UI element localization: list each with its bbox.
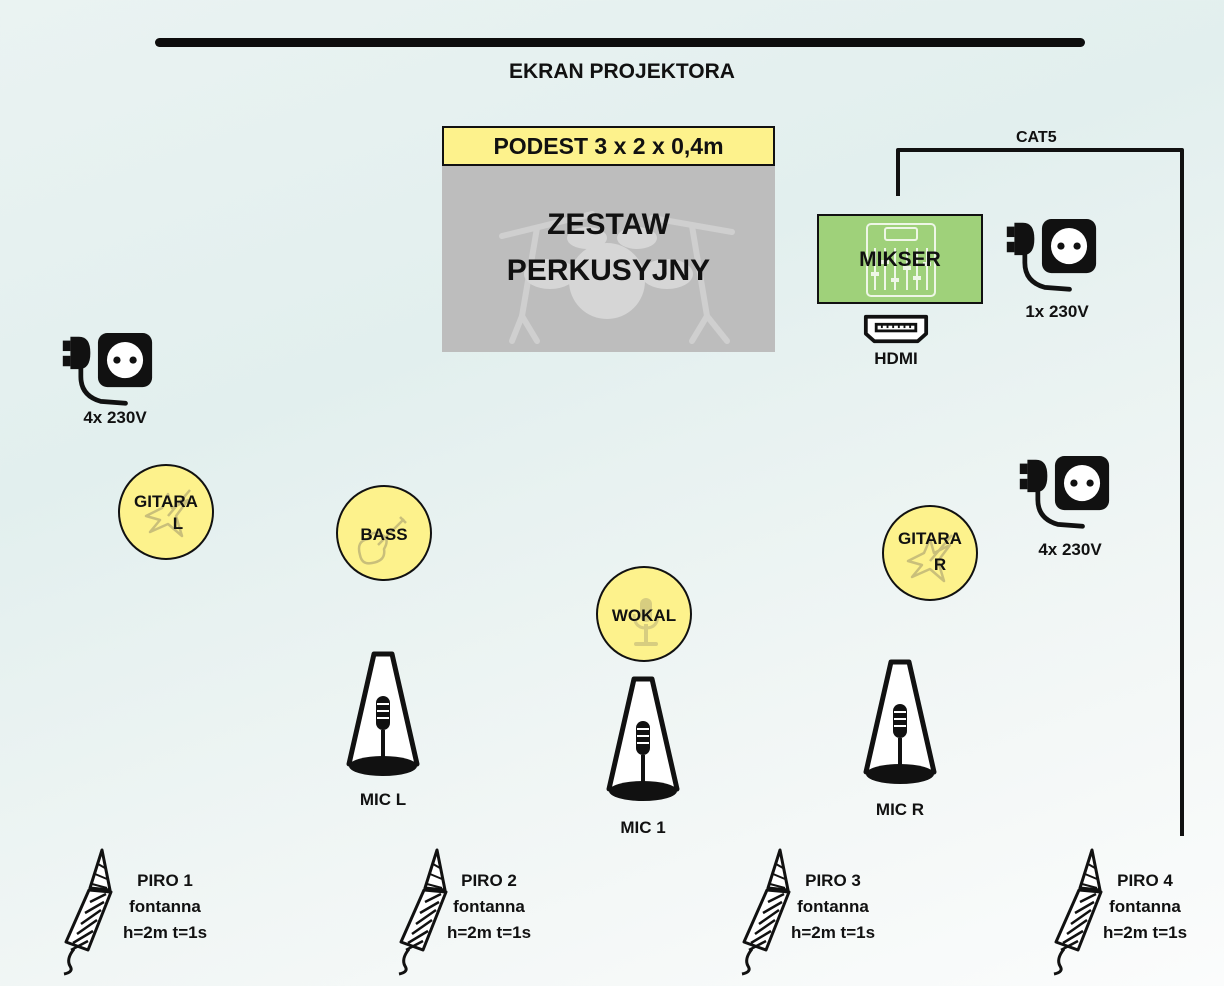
musician-bass: BASS <box>336 485 432 581</box>
cat5-cable-label: CAT5 <box>1016 129 1057 146</box>
mixer: MIKSER <box>817 214 983 304</box>
projector-screen-label: EKRAN PROJEKTORA <box>509 60 735 83</box>
drum-kit-icon <box>499 211 735 344</box>
power-label-right: 4x 230V <box>1038 540 1102 559</box>
mic-label-left: MIC L <box>359 790 407 809</box>
pyro-2-label: PIRO 2 fontanna h=2m t=1s <box>446 871 532 942</box>
pyro-4-label: PIRO 4 fontanna h=2m t=1s <box>1102 871 1188 942</box>
drum-kit-label-line2: PERKUSYJNY <box>506 254 711 287</box>
power-socket-icon <box>1003 219 1098 295</box>
drum-kit-area: ZESTAW PERKUSYJNY <box>442 166 775 352</box>
mixer-label: MIKSER <box>859 248 941 271</box>
mic-stand-icon <box>343 650 423 780</box>
drum-kit-label-line1: ZESTAW <box>547 208 670 241</box>
hdmi-label: HDMI <box>874 349 918 368</box>
mixer-icon <box>866 223 936 297</box>
power-socket-icon <box>59 333 154 409</box>
pyro-1-label: PIRO 1 fontanna h=2m t=1s <box>122 871 208 942</box>
mic-label-center: MIC 1 <box>620 818 666 837</box>
musician-guitar-right: GITARA R <box>882 505 978 601</box>
pyro-3-label: PIRO 3 fontanna h=2m t=1s <box>790 871 876 942</box>
power-label-left: 4x 230V <box>83 408 147 427</box>
power-socket-icon <box>1016 456 1111 532</box>
power-label-mixer: 1x 230V <box>1025 302 1089 321</box>
projector-screen <box>155 38 1085 47</box>
mic-stand-icon <box>603 675 683 805</box>
hdmi-icon <box>863 313 929 345</box>
mic-stand-icon <box>860 658 940 788</box>
musician-vocal: WOKAL <box>596 566 692 662</box>
mic-label-right: MIC R <box>875 800 925 819</box>
musician-guitar-left: GITARA L <box>118 464 214 560</box>
podium-label: PODEST 3 x 2 x 0,4m <box>442 126 775 166</box>
